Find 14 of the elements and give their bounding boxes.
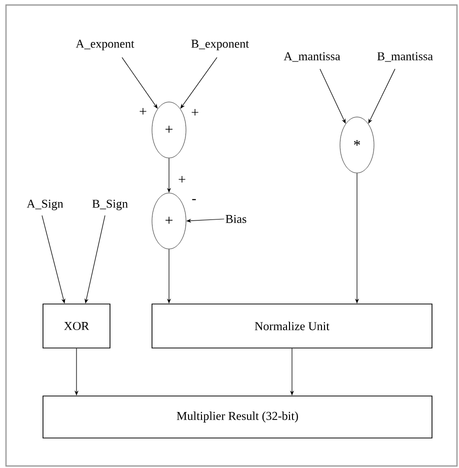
signal-label: B_Sign	[92, 200, 128, 210]
signal-label: B_exponent	[191, 40, 249, 50]
signal-label: Bias	[226, 214, 246, 224]
signal-label: B_mantissa	[377, 52, 433, 62]
process-box: XOR	[42, 304, 110, 348]
edge-label: +	[177, 175, 187, 185]
edge-label: +	[190, 108, 200, 118]
signal-label: A_exponent	[76, 40, 134, 50]
edge-label: +	[138, 107, 148, 117]
process-box: Multiplier Result (32-bit)	[42, 396, 432, 438]
process-box: Normalize Unit	[152, 304, 432, 348]
signal-label: A_Sign	[26, 200, 64, 210]
edge-label: -	[190, 198, 198, 204]
signal-label: A_mantissa	[284, 52, 340, 62]
